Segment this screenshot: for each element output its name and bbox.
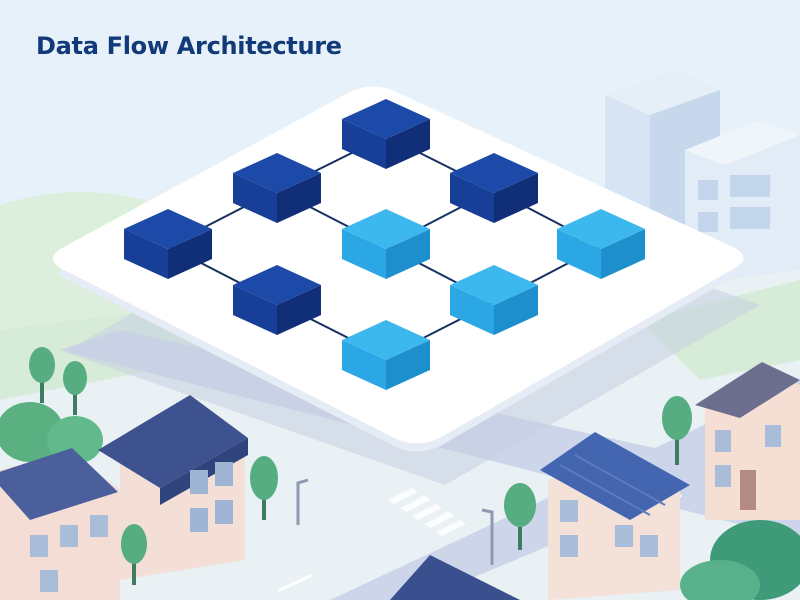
house (695, 362, 800, 520)
node-n4 (124, 209, 212, 279)
node-n5 (342, 209, 430, 279)
diagram-title: Data Flow Architecture (36, 32, 342, 60)
street-lamp (296, 478, 309, 525)
node-n7 (233, 265, 321, 335)
crosswalk (388, 488, 466, 536)
house (0, 448, 120, 600)
house (540, 432, 690, 600)
node-n1 (342, 99, 430, 169)
tree (63, 361, 87, 415)
tree (121, 524, 147, 585)
node-n9 (342, 320, 430, 390)
tree (504, 483, 536, 550)
node-n3 (450, 153, 538, 223)
node-n8 (450, 265, 538, 335)
tree (662, 396, 692, 465)
house (98, 395, 248, 580)
network-nodes (124, 99, 645, 390)
street-lamp (481, 508, 494, 565)
node-n2 (233, 153, 321, 223)
tree (29, 347, 55, 403)
house-roof (390, 555, 520, 600)
tree (250, 456, 278, 520)
bush (680, 520, 800, 600)
node-n6 (557, 209, 645, 279)
